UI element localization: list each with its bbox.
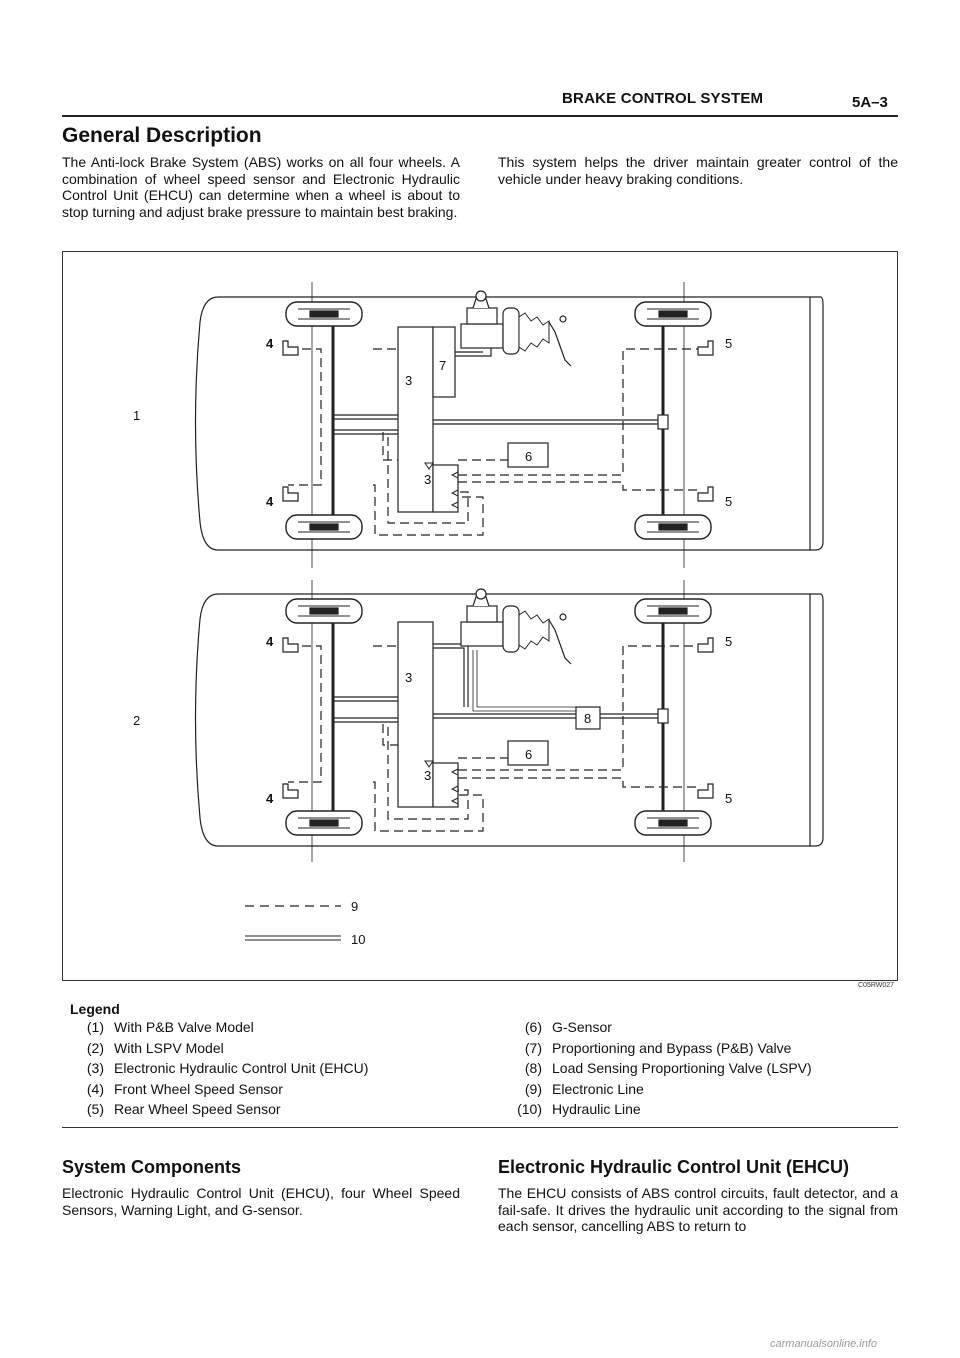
legend-column-left: (1)With P&B Valve Model (2)With LSPV Mod… bbox=[62, 1019, 482, 1122]
label-front-sensor-2b: 4 bbox=[266, 791, 274, 806]
legend-item: (6)G-Sensor bbox=[524, 1019, 612, 1035]
label-g-sensor-2: 6 bbox=[525, 747, 532, 762]
general-description-para-right: This system helps the driver maintain gr… bbox=[498, 154, 898, 187]
label-rear-sensor-1a: 5 bbox=[725, 336, 732, 351]
header-section-title: BRAKE CONTROL SYSTEM bbox=[562, 90, 764, 107]
ehcu-heading: Electronic Hydraulic Control Unit (EHCU) bbox=[498, 1157, 850, 1177]
legend-column-right: (6)G-Sensor (7)Proportioning and Bypass … bbox=[500, 1019, 896, 1122]
label-hydraulic-line: 10 bbox=[351, 932, 365, 947]
legend-item: (9)Electronic Line bbox=[524, 1080, 644, 1097]
legend-item: (4)Front Wheel Speed Sensor bbox=[86, 1080, 283, 1097]
label-pb-valve: 7 bbox=[439, 358, 446, 373]
abs-diagram: 1 4 4 5 5 3 3 7 6 bbox=[133, 282, 824, 947]
legend-item: (5)Rear Wheel Speed Sensor bbox=[86, 1101, 281, 1118]
general-description-para-left: The Anti-lock Brake System (ABS) works o… bbox=[62, 154, 460, 220]
label-rear-sensor-2a: 5 bbox=[725, 634, 732, 649]
abs-layout-figure: 1 4 4 5 5 3 3 7 6 bbox=[62, 251, 898, 981]
model-2-diagram bbox=[194, 580, 824, 862]
model-1-diagram bbox=[194, 282, 824, 568]
legend-item: (10)Hydraulic Line bbox=[517, 1101, 641, 1118]
legend-title: Legend bbox=[70, 1001, 120, 1017]
label-electronic-line: 9 bbox=[351, 899, 358, 914]
watermark: carmanualsonline.info bbox=[770, 1338, 878, 1350]
ehcu-para: The EHCU consists of ABS control circuit… bbox=[498, 1185, 898, 1234]
line-key bbox=[245, 905, 341, 941]
label-ehcu-1a: 3 bbox=[405, 373, 412, 388]
legend-item: (1)With P&B Valve Model bbox=[86, 1019, 254, 1035]
label-g-sensor-1: 6 bbox=[525, 449, 532, 464]
label-model-2: 2 bbox=[133, 713, 140, 728]
legend-item: (3)Electronic Hydraulic Control Unit (EH… bbox=[86, 1060, 369, 1077]
figure-code: C05RW027 bbox=[858, 982, 895, 989]
header-rule bbox=[62, 115, 898, 117]
header-page-number: 5A–3 bbox=[852, 94, 888, 111]
label-rear-sensor-2b: 5 bbox=[725, 791, 732, 806]
general-description-heading: General Description bbox=[62, 124, 262, 147]
legend-item: (7)Proportioning and Bypass (P&B) Valve bbox=[524, 1039, 792, 1056]
label-rear-sensor-1b: 5 bbox=[725, 494, 732, 509]
label-ehcu-2b: 3 bbox=[424, 768, 431, 783]
label-ehcu-2a: 3 bbox=[405, 670, 412, 685]
system-components-para: Electronic Hydraulic Control Unit (EHCU)… bbox=[62, 1185, 460, 1218]
label-ehcu-1b: 3 bbox=[424, 472, 431, 487]
label-model-1: 1 bbox=[133, 408, 140, 423]
legend-item: (2)With LSPV Model bbox=[86, 1039, 224, 1056]
legend-item: (8)Load Sensing Proportioning Valve (LSP… bbox=[524, 1060, 812, 1077]
label-front-sensor-2a: 4 bbox=[266, 634, 274, 649]
system-components-heading: System Components bbox=[62, 1157, 242, 1177]
label-lspv: 8 bbox=[584, 711, 591, 726]
label-front-sensor-1b: 4 bbox=[266, 494, 274, 509]
label-front-sensor-1a: 4 bbox=[266, 336, 274, 351]
section-divider bbox=[62, 1127, 898, 1128]
